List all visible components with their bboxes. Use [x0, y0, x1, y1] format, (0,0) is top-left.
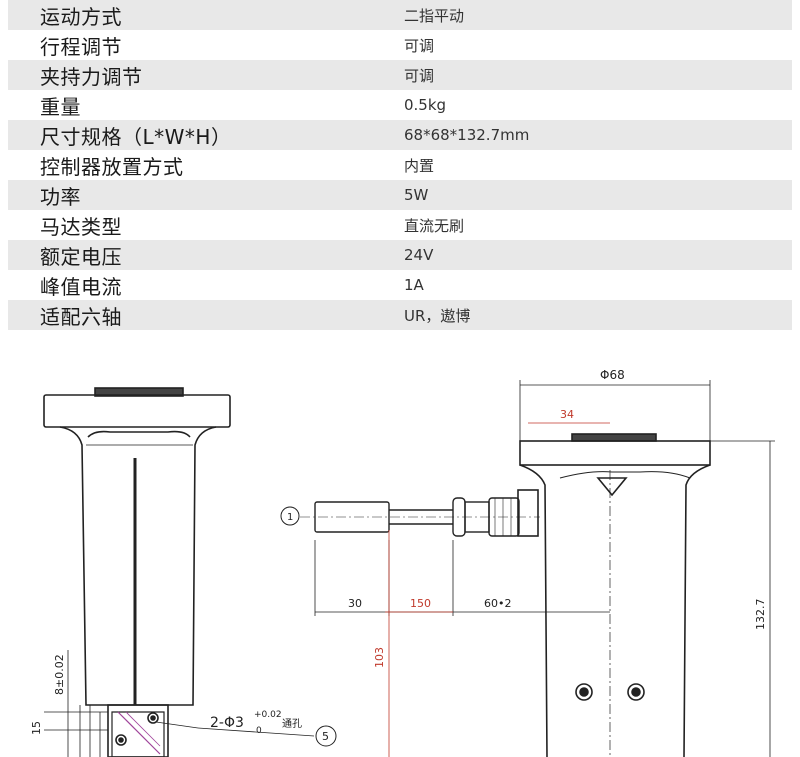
dim-150: 150: [410, 597, 431, 610]
dim-30: 30: [348, 597, 362, 610]
spec-label: 行程调节: [40, 34, 122, 59]
spec-value: 5W: [404, 186, 429, 204]
spec-value: 内置: [404, 156, 435, 175]
gripper-front-view: [517, 433, 711, 757]
spec-row: 行程调节 可调: [8, 30, 792, 60]
spec-label: 功率: [40, 184, 81, 209]
spec-value: 直流无刷: [404, 216, 465, 235]
gripper-side-view: [43, 387, 231, 757]
spec-label: 马达类型: [40, 214, 122, 239]
left-dimensions: [44, 650, 108, 757]
spec-value: 68*68*132.7mm: [404, 126, 530, 144]
spec-row: 运动方式 二指平动: [8, 0, 792, 30]
dim-34: 34: [560, 408, 574, 421]
dim-diameter-68: Φ68: [600, 368, 625, 382]
technical-drawing: 8±0.02 15 2-Φ3 +0.02 0 通孔 5: [30, 368, 775, 757]
spec-label: 额定电压: [40, 244, 122, 269]
spec-label: 峰值电流: [40, 274, 122, 299]
spec-label: 重量: [40, 94, 81, 119]
hole-tolerance-upper: +0.02: [254, 710, 282, 720]
hole-tolerance-lower: 0: [256, 726, 262, 736]
hole-through-note: 通孔: [282, 718, 302, 730]
spec-value: 可调: [404, 36, 435, 55]
spec-label: 尺寸规格（L*W*H）: [40, 124, 232, 149]
dim-60-2: 60•2: [484, 597, 511, 610]
red-dimensions: [385, 422, 610, 757]
callout-1-label: 1: [287, 512, 293, 523]
spec-row: 夹持力调节 可调: [8, 60, 792, 90]
spec-value: 1A: [404, 276, 424, 294]
spec-row: 尺寸规格（L*W*H） 68*68*132.7mm: [8, 120, 792, 150]
callout-5-label: 5: [322, 730, 329, 743]
spec-label: 适配六轴: [40, 304, 122, 329]
spec-value: 24V: [404, 246, 434, 264]
cable-connector: [300, 497, 540, 537]
spec-row: 峰值电流 1A: [8, 270, 792, 300]
callout-1-circle: [280, 506, 300, 526]
spec-value: 可调: [404, 66, 435, 85]
spec-row: 马达类型 直流无刷: [8, 210, 792, 240]
spec-value: UR，遨博: [404, 306, 471, 325]
spec-row: 适配六轴 UR，遨博: [8, 300, 792, 330]
spec-value: 0.5kg: [404, 96, 447, 114]
spec-label: 运动方式: [40, 4, 122, 29]
right-dimensions: [314, 380, 775, 757]
dim-103: 103: [373, 647, 386, 668]
spec-label: 夹持力调节: [40, 64, 143, 89]
spec-row: 重量 0.5kg: [8, 90, 792, 120]
hole-spec-label: 2-Φ3: [210, 715, 244, 731]
dim-15: 15: [30, 721, 43, 735]
spec-row: 额定电压 24V: [8, 240, 792, 270]
spec-row: 控制器放置方式 内置: [8, 150, 792, 180]
spec-label: 控制器放置方式: [40, 154, 184, 179]
spec-value: 二指平动: [404, 6, 465, 25]
dim-8-tolerance: 8±0.02: [53, 654, 66, 695]
dim-132-7: 132.7: [754, 599, 767, 631]
callout-5-circle: [315, 725, 337, 747]
spec-row: 功率 5W: [8, 180, 792, 210]
